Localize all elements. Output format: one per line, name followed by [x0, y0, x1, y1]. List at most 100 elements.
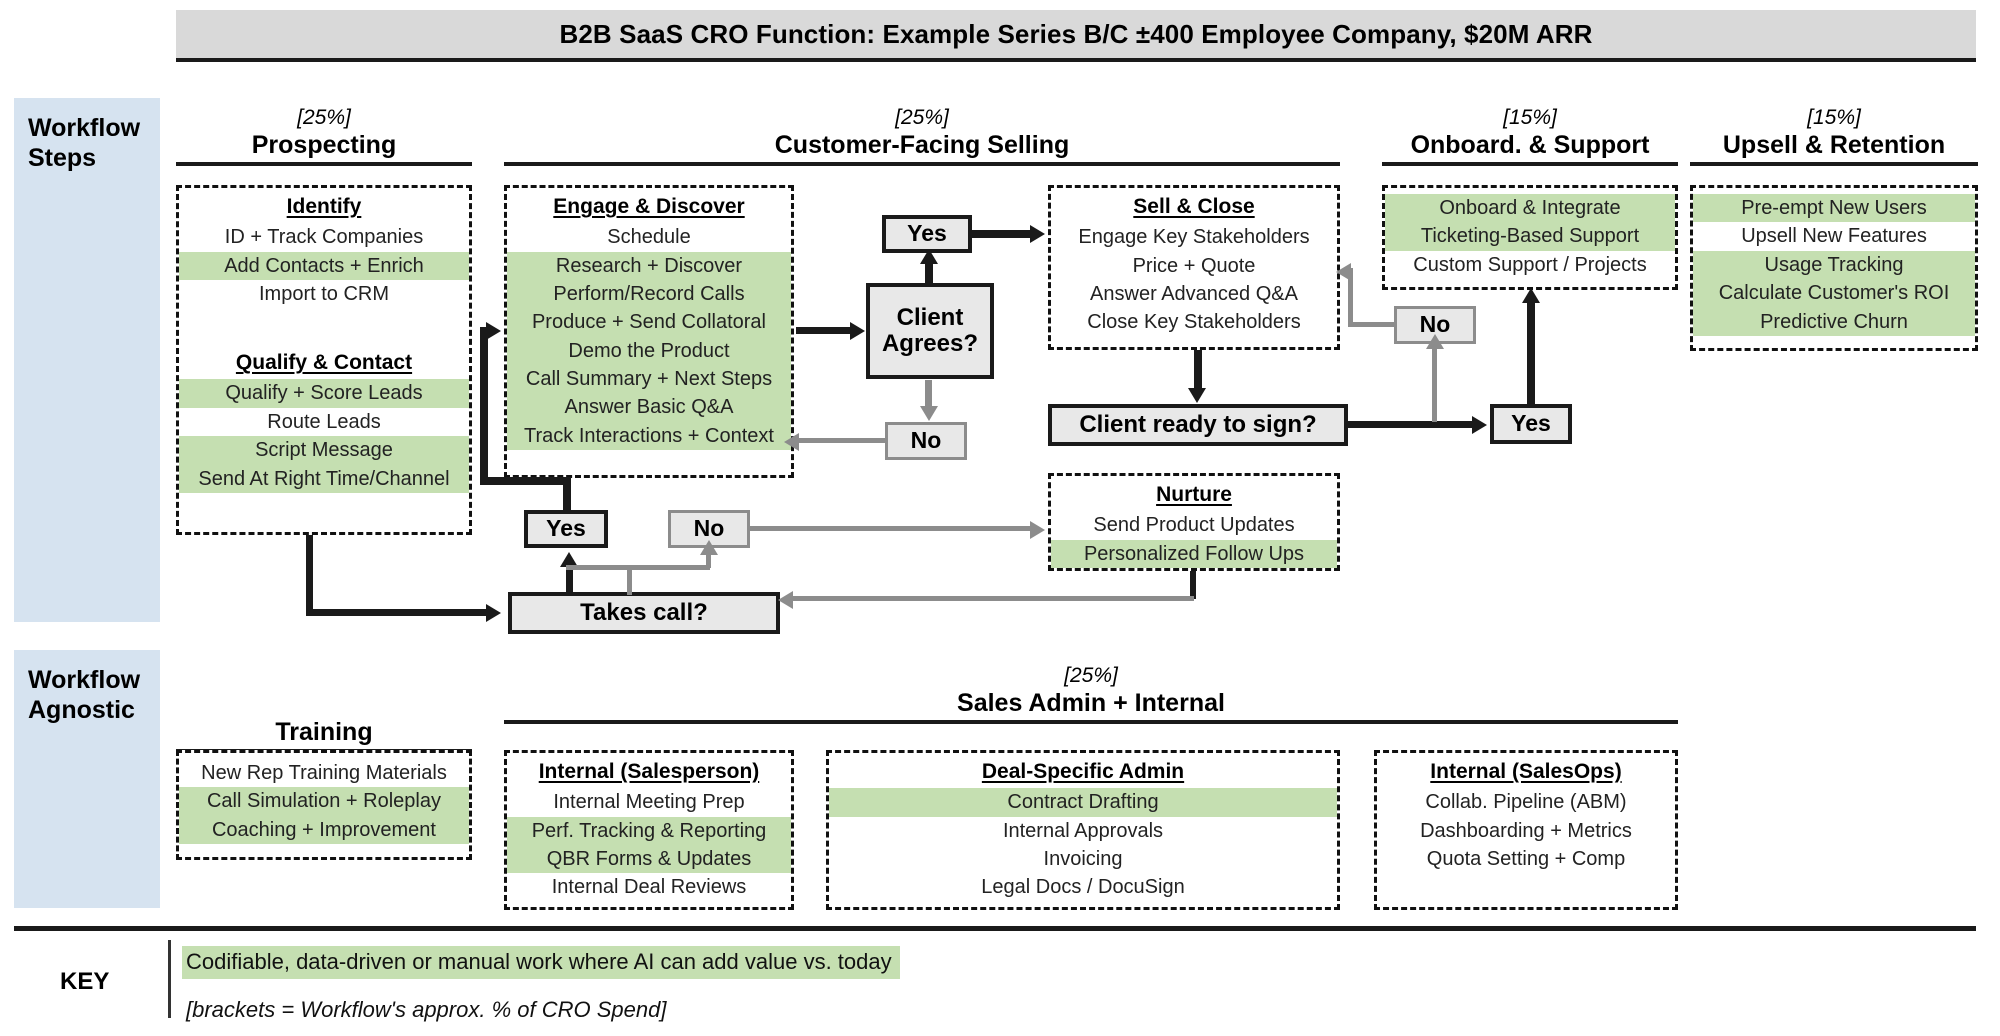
box-internal-salesops: Internal (SalesOps) Collab. Pipeline (AB…	[1374, 750, 1678, 910]
connector-prospecting-vertical	[306, 535, 313, 613]
flow-no-takes-call[interactable]: No	[668, 510, 750, 548]
box-sell-close: Sell & Close Engage Key Stakeholders Pri…	[1048, 185, 1340, 350]
arrowhead-ready-sign-to-no	[1426, 334, 1444, 349]
box-deal-specific-admin: Deal-Specific Admin Contract Drafting In…	[826, 750, 1340, 910]
arrowhead-client-agrees-to-no	[920, 406, 938, 421]
column-pct-upsell-retention: [15%]	[1807, 106, 1861, 129]
connector-client-agrees-to-yes	[925, 262, 933, 286]
connector-takes-call-mid-vertical	[627, 565, 632, 595]
arrowhead-no-sign-to-sell-close	[1336, 263, 1351, 281]
column-name-sales-admin-internal: Sales Admin + Internal	[957, 689, 1225, 718]
list-item: Collab. Pipeline (ABM)	[1425, 791, 1627, 814]
list-item: Contract Drafting	[829, 788, 1337, 817]
connector-no-sign-horizontal	[1348, 322, 1396, 327]
connector-takes-call-to-yes	[566, 565, 573, 595]
connector-yes-call-up	[480, 327, 488, 483]
arrowhead-no-agrees-to-engage	[784, 433, 799, 451]
column-header-upsell-retention: [15%] Upsell & Retention	[1690, 106, 1978, 167]
list-item: Internal Deal Reviews	[551, 876, 747, 899]
list-item: Coaching + Improvement	[179, 815, 469, 845]
list-item: Perform/Record Calls	[507, 279, 791, 309]
list-item: Add Contacts + Enrich	[179, 251, 469, 280]
column-rule-sales-admin-internal	[504, 720, 1678, 725]
column-header-training: Training	[176, 690, 472, 753]
connector-no-sign-vertical	[1348, 268, 1353, 326]
column-header-customer-facing-selling: [25%] Customer-Facing Selling	[504, 106, 1340, 167]
list-item: Call Simulation + Roleplay	[179, 787, 469, 816]
box-onboard-support: Onboard & Integrate Ticketing-Based Supp…	[1382, 185, 1678, 290]
connector-no-agrees-to-engage	[794, 438, 886, 443]
flow-yes-client-agrees[interactable]: Yes	[882, 215, 972, 253]
flow-yes-takes-call[interactable]: Yes	[524, 510, 608, 548]
column-name-training: Training	[275, 718, 373, 746]
list-item: ID + Track Companies	[224, 226, 424, 249]
list-item: Legal Docs / DocuSign	[981, 876, 1185, 899]
group-spacer	[179, 308, 469, 348]
connector-ready-sign-to-no	[1432, 346, 1437, 422]
list-item: Internal Approvals	[1002, 819, 1164, 842]
arrowhead-prospecting-to-takes-call	[486, 604, 501, 622]
list-item: Predictive Churn	[1693, 307, 1975, 336]
connector-yes-to-sell-close	[972, 230, 1034, 238]
list-item: Custom Support / Projects	[1413, 253, 1647, 276]
arrowhead-yes-to-sell-close	[1030, 225, 1045, 243]
list-item: Upsell New Features	[1741, 225, 1927, 248]
column-pct-sales-admin-internal: [25%]	[1064, 664, 1118, 687]
box-engage-discover: Engage & Discover Schedule Research + Di…	[504, 185, 794, 478]
list-item: Send At Right Time/Channel	[179, 464, 469, 494]
connector-no-call-to-nurture	[750, 526, 1036, 531]
list-item: Schedule	[607, 226, 691, 249]
box-prospecting: Identify ID + Track Companies Add Contac…	[176, 185, 472, 535]
list-item: Internal Meeting Prep	[553, 791, 745, 814]
list-item: Invoicing	[1043, 847, 1123, 870]
list-item: Calculate Customer's ROI	[1693, 279, 1975, 308]
column-header-prospecting: [25%] Prospecting	[176, 106, 472, 167]
connector-yes-call-horizontal	[480, 477, 570, 485]
flow-yes-client-ready-to-sign[interactable]: Yes	[1490, 404, 1572, 444]
column-header-onboard-support: [15%] Onboard. & Support	[1382, 106, 1678, 167]
connector-yes-call-vertical	[563, 477, 571, 513]
group-title-deal-specific-admin: Deal-Specific Admin	[981, 760, 1185, 783]
group-title-engage-discover: Engage & Discover	[553, 195, 745, 218]
connector-engage-to-client-agrees	[796, 327, 852, 334]
list-item: Pre-empt New Users	[1693, 194, 1975, 223]
list-item: Demo the Product	[507, 336, 791, 366]
connector-ready-sign-to-yes	[1348, 421, 1476, 428]
box-upsell-retention: Pre-empt New Users Upsell New Features U…	[1690, 185, 1978, 351]
box-training: New Rep Training Materials Call Simulati…	[176, 750, 472, 860]
list-item: Quota Setting + Comp	[1426, 847, 1626, 870]
list-item: Personalized Follow Ups	[1051, 539, 1337, 568]
group-title-sell-close: Sell & Close	[1133, 195, 1255, 218]
column-pct-training	[176, 690, 472, 716]
list-item: Route Leads	[267, 410, 381, 433]
list-item: Close Key Stakeholders	[1087, 311, 1301, 334]
group-title-internal-salesperson: Internal (Salesperson)	[538, 760, 760, 783]
flow-no-client-agrees[interactable]: No	[885, 422, 967, 460]
decision-takes-call[interactable]: Takes call?	[508, 592, 780, 634]
list-item: Qualify + Score Leads	[179, 379, 469, 408]
box-internal-salesperson: Internal (Salesperson) Internal Meeting …	[504, 750, 794, 910]
column-rule-onboard-support	[1382, 162, 1678, 167]
arrowhead-takes-call-to-yes	[560, 552, 578, 567]
group-title-qualify-contact: Qualify & Contact	[235, 351, 413, 375]
list-item: Answer Advanced Q&A	[1090, 282, 1298, 305]
key-legend-green: Codifiable, data-driven or manual work w…	[182, 946, 900, 979]
connector-takes-call-split	[566, 565, 710, 570]
column-name-upsell-retention: Upsell & Retention	[1722, 131, 1946, 160]
key-divider-rule	[14, 926, 1976, 931]
list-item: Price + Quote	[1132, 254, 1256, 277]
connector-nurture-to-takes-call-horizontal	[790, 596, 1194, 601]
arrowhead-yes-call-to-engage	[486, 322, 501, 340]
list-item: Produce + Send Collatoral	[507, 308, 791, 337]
connector-nurture-to-takes-call-vertical	[1190, 571, 1196, 599]
decision-client-ready-to-sign[interactable]: Client ready to sign?	[1048, 404, 1348, 446]
list-item: Usage Tracking	[1693, 250, 1975, 280]
list-item: Answer Basic Q&A	[507, 393, 791, 422]
arrowhead-takes-call-to-no	[700, 540, 718, 555]
group-title-identify: Identify	[286, 195, 362, 218]
connector-client-agrees-to-no	[925, 380, 932, 408]
